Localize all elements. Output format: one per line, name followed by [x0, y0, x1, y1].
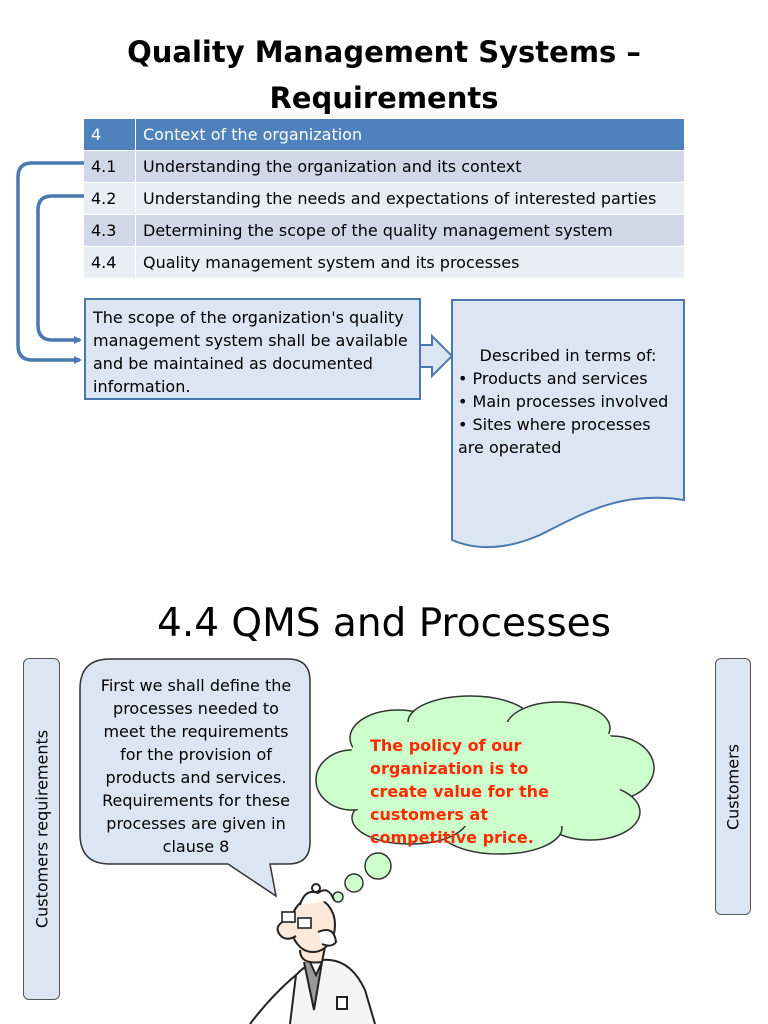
document-heading: Described in terms of: — [479, 346, 657, 365]
document-bullet: • Main processes involved — [458, 392, 669, 411]
speech-bubble-text: First we shall define the processes need… — [100, 676, 292, 856]
clause-number: 4.2 — [84, 182, 136, 215]
clause-number: 4.3 — [84, 214, 136, 247]
context-table: 4 Context of the organization 4.1 Unders… — [84, 119, 684, 279]
document-bullet: • Products and services — [458, 369, 648, 388]
thought-cloud-text: The policy of our organization is to cre… — [370, 736, 549, 847]
clause-number: 4.4 — [84, 246, 136, 279]
clause-title: Context of the organization — [135, 119, 684, 151]
clause-number: 4 — [84, 119, 136, 151]
section-title: 4.4 QMS and Processes — [157, 601, 611, 646]
table-row: 4.3 Determining the scope of the quality… — [84, 214, 684, 247]
professor-figure-icon — [249, 883, 376, 1024]
clause-title: Determining the scope of the quality man… — [135, 214, 684, 247]
thought-bubble-medium — [344, 873, 364, 893]
table-row: 4.1 Understanding the organization and i… — [84, 150, 684, 183]
clause-title: Understanding the needs and expectations… — [135, 182, 684, 215]
table-row: 4.2 Understanding the needs and expectat… — [84, 182, 684, 215]
clause-number: 4.1 — [84, 150, 136, 183]
clause-title: Understanding the organization and its c… — [135, 150, 684, 183]
customer-requirements-pill: Customers requirements — [23, 658, 60, 1000]
block-arrow-icon — [416, 333, 454, 379]
customers-label: Customers — [723, 743, 743, 830]
page-title-line1: Quality Management Systems – — [127, 35, 641, 69]
document-shape — [451, 299, 685, 549]
scope-statement-text: The scope of the organization's quality … — [93, 308, 408, 396]
document-bullet: • Sites where processes are operated — [458, 415, 651, 457]
document-content: Described in terms of: • Products and se… — [458, 344, 678, 459]
customer-requirements-label: Customers requirements — [32, 729, 51, 929]
thought-bubble-large — [364, 852, 392, 880]
thought-bubble-small — [332, 891, 344, 903]
connector-arrow-4-1 — [16, 161, 84, 364]
table-row: 4.4 Quality management system and its pr… — [84, 246, 684, 279]
table-row: 4 Context of the organization — [84, 119, 684, 151]
speech-bubble — [79, 658, 311, 898]
thought-cloud-core — [350, 722, 620, 826]
scope-statement-box: The scope of the organization's quality … — [84, 298, 421, 400]
customers-pill: Customers — [715, 658, 751, 915]
clause-title: Quality management system and its proces… — [135, 246, 684, 279]
connector-arrow-4-2 — [36, 194, 84, 344]
page-title-line2: Requirements — [269, 81, 499, 115]
